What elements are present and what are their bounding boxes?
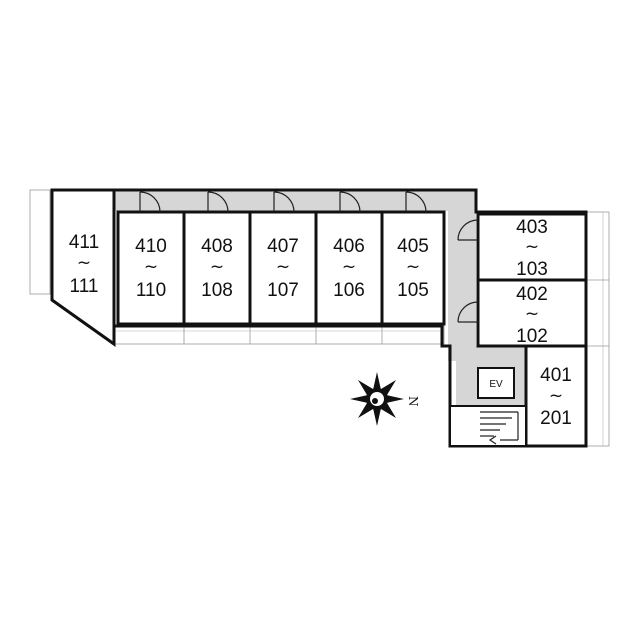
balcony-strip-bottom [113,325,445,345]
room-402 [476,278,588,348]
room-410 [116,210,186,326]
door-402 [457,301,479,323]
doors [139,191,479,323]
door-408 [207,191,229,213]
svg-text:111: 111 [70,276,99,297]
door-410 [139,191,161,213]
elevator: EV [477,367,515,399]
svg-text:406: 406 [333,236,365,257]
compass-north-label: N [406,396,420,407]
svg-text:~: ~ [276,257,290,277]
compass-rose-icon [350,372,404,426]
svg-text:407: 407 [267,236,299,257]
label-403: 403 ~ 103 [516,217,548,280]
door-403 [457,219,479,241]
stairs [449,405,527,447]
room-405 [380,210,446,326]
svg-text:408: 408 [201,236,233,257]
svg-text:~: ~ [144,257,158,277]
balcony-411-side [29,189,51,295]
svg-text:107: 107 [267,280,299,301]
svg-text:110: 110 [136,280,166,301]
svg-text:102: 102 [516,326,548,347]
svg-text:402: 402 [516,284,548,305]
room-411 [50,188,116,347]
svg-text:401: 401 [540,365,572,386]
svg-text:201: 201 [540,408,572,429]
label-410: 410 ~ 110 [135,236,167,301]
door-406 [339,191,361,213]
label-411: 411 ~ 111 [69,232,99,297]
svg-text:410: 410 [135,236,167,257]
label-406: 406 ~ 106 [333,236,365,301]
svg-text:105: 105 [397,280,429,301]
svg-text:~: ~ [77,253,91,273]
label-405: 405 ~ 105 [397,236,429,301]
svg-text:~: ~ [525,237,539,257]
svg-text:~: ~ [342,257,356,277]
svg-text:~: ~ [406,257,420,277]
svg-text:405: 405 [397,236,429,257]
svg-text:~: ~ [525,304,539,324]
svg-text:~: ~ [549,386,563,406]
door-405 [405,191,427,213]
label-407: 407 ~ 107 [267,236,299,301]
room-407 [248,210,318,326]
svg-text:108: 108 [201,280,233,301]
label-402: 402 ~ 102 [516,284,548,347]
elevator-label: EV [489,379,503,390]
svg-text:~: ~ [210,257,224,277]
label-408: 408 ~ 108 [201,236,233,301]
room-408 [182,210,252,326]
unit-rooms [50,188,588,448]
svg-text:411: 411 [69,232,99,253]
unit-labels: 411 ~ 111 410 ~ 110 408 ~ 108 407 ~ 107 … [69,217,572,429]
room-403 [476,212,588,282]
label-401: 401 ~ 201 [540,365,572,429]
svg-text:403: 403 [516,217,548,238]
door-407 [273,191,295,213]
svg-text:106: 106 [333,280,365,301]
svg-text:103: 103 [516,259,548,280]
balconies [29,189,610,447]
balcony-strip-right [586,211,610,447]
